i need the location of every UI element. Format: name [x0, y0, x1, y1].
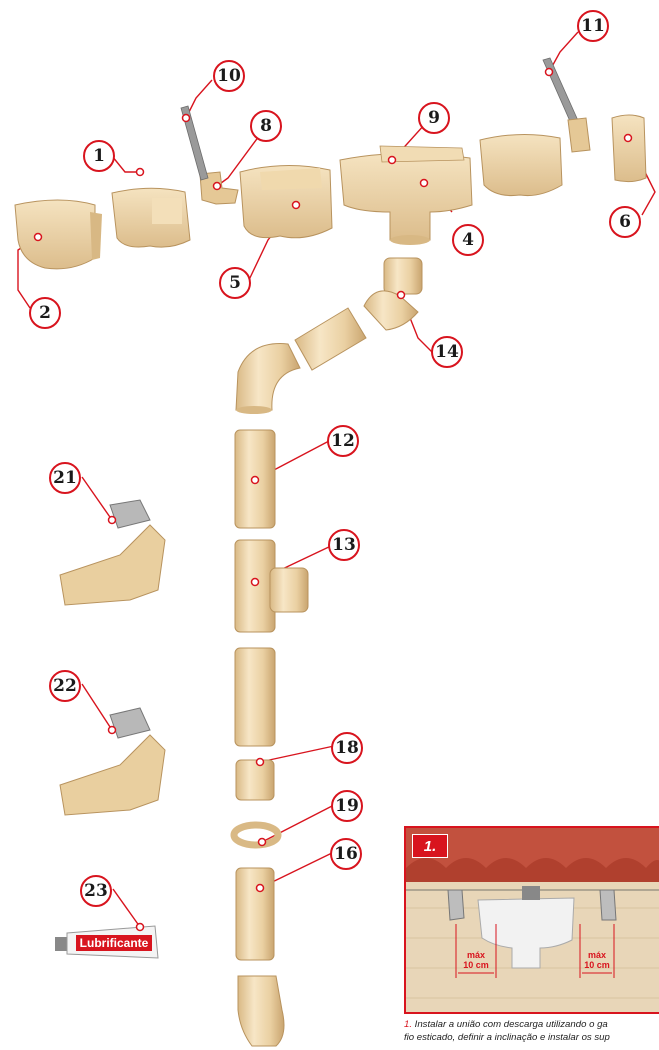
- callout-12: 12: [327, 425, 359, 457]
- installation-inset: 1. máx 10 cm máx 10 cm: [404, 826, 659, 1014]
- lubricant-tube-part-23: Lubrificante: [55, 926, 158, 958]
- pipe-bracket-part-21: [60, 500, 165, 605]
- callout-22: 22: [49, 670, 81, 702]
- gutter-section-part-1: [112, 188, 190, 247]
- callout-8: 8: [250, 110, 282, 142]
- callout-1: 1: [83, 140, 115, 172]
- elbow-upper-part-14: [364, 258, 422, 330]
- pipe-section: [235, 648, 275, 746]
- bottom-elbow-part-16: [238, 976, 284, 1046]
- elbow-lower: [236, 344, 300, 414]
- max-right-line1: máx: [577, 950, 617, 960]
- pipe-connector: [295, 308, 366, 370]
- gutter-end-cap-part-2: [15, 200, 102, 269]
- leader-21: [82, 477, 112, 520]
- inset-caption: 1. Instalar a união com descarga utiliza…: [404, 1018, 659, 1048]
- lubricant-label: Lubrificante: [80, 936, 149, 950]
- gutter-end-cap-part-6: [612, 115, 646, 182]
- gutter-outlet-part-4: [340, 146, 472, 245]
- caption-number: 1.: [404, 1019, 412, 1030]
- callout-13: 13: [328, 529, 360, 561]
- callout-9: 9: [418, 102, 450, 134]
- max-distance-right: máx 10 cm: [577, 950, 617, 970]
- leader-22: [82, 684, 112, 730]
- max-left-line2: 10 cm: [456, 960, 496, 970]
- callout-10: 10: [213, 60, 245, 92]
- leader-1: [112, 156, 140, 172]
- max-distance-left: máx 10 cm: [456, 950, 496, 970]
- tee-junction-part-13: [235, 540, 308, 632]
- max-right-line2: 10 cm: [577, 960, 617, 970]
- caption-text-1: Instalar a união com descarga utilizando…: [412, 1019, 608, 1030]
- leader-18: [260, 746, 334, 762]
- step-badge: 1.: [412, 834, 448, 858]
- coupling-part-18: [236, 760, 274, 800]
- callout-21: 21: [49, 462, 81, 494]
- gutter-joint-part-5: [240, 165, 332, 237]
- callout-16: 16: [330, 838, 362, 870]
- callout-4: 4: [452, 224, 484, 256]
- callout-11: 11: [577, 10, 609, 42]
- callout-19: 19: [331, 790, 363, 822]
- pipe-section-lower: [236, 868, 274, 960]
- callout-5: 5: [219, 267, 251, 299]
- pipe-clip-ring-part-19: [234, 825, 278, 845]
- caption-line-1: 1. Instalar a união com descarga utiliza…: [404, 1018, 659, 1031]
- callout-14: 14: [431, 336, 463, 368]
- leader-19: [262, 805, 334, 842]
- caption-line-2: fio esticado, definir a inclinação e ins…: [404, 1031, 659, 1044]
- leader-23: [113, 889, 140, 927]
- callout-18: 18: [331, 732, 363, 764]
- callout-23: 23: [80, 875, 112, 907]
- callout-2: 2: [29, 297, 61, 329]
- callout-6: 6: [609, 206, 641, 238]
- gutter-section-part: [480, 134, 562, 195]
- max-left-line1: máx: [456, 950, 496, 960]
- pipe-bracket-part-22: [60, 708, 165, 815]
